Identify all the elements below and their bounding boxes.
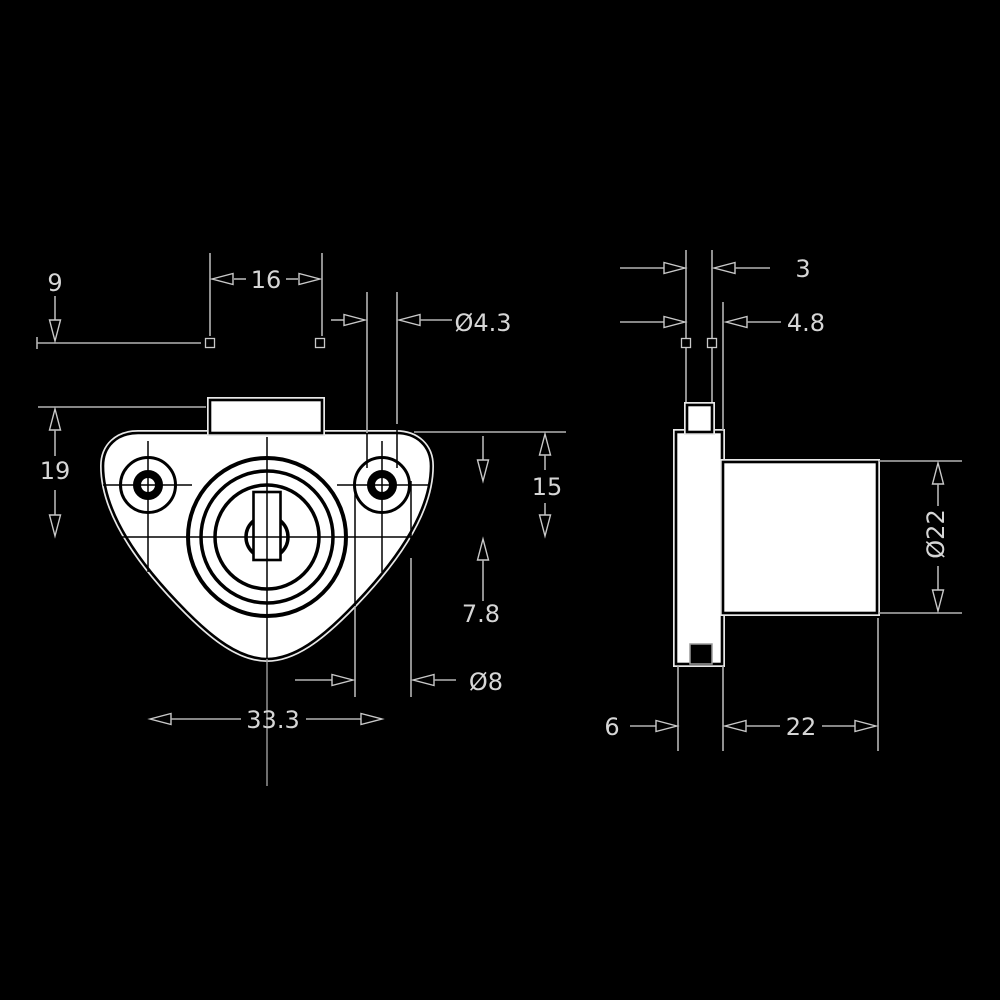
dim-label-bolt-throw: 9	[47, 269, 62, 297]
arrowhead-down	[931, 589, 945, 614]
arrowhead-right	[331, 673, 356, 687]
side-extension-lines	[677, 250, 879, 751]
arrowhead-down	[48, 514, 62, 539]
dim-body-diameter: Ø22	[879, 460, 962, 614]
side-plate-notch	[689, 643, 713, 665]
extension-end-mark	[680, 337, 692, 349]
dim-label-plate-top-to-centre: 15	[532, 473, 563, 501]
arrowhead-right	[655, 719, 680, 733]
arrowhead-right	[343, 313, 368, 327]
dim-label-fixing-hole-centres: 33.3	[246, 706, 299, 734]
arrowhead-down	[476, 459, 490, 484]
arrowhead-left	[209, 272, 234, 286]
arrowhead-right	[360, 712, 385, 726]
dim-plate-depth: 6	[604, 713, 680, 741]
dim-fixing-hole-diameter: Ø4.3	[331, 292, 512, 468]
dim-label-plate-depth: 6	[604, 713, 619, 741]
dim-label-bolt-width: 16	[251, 266, 282, 294]
dim-bolt-top-to-centre: 19	[40, 406, 71, 539]
side-view: 3 4.8 Ø22 6 22	[604, 250, 962, 751]
dim-bolt-and-plate-depth: 4.8	[620, 309, 825, 337]
arrowhead-right	[854, 719, 879, 733]
arrowhead-down	[538, 514, 552, 539]
dim-label-fixing-hole-diameter: Ø4.3	[454, 309, 511, 337]
dim-label-counterbore-diameter: Ø8	[469, 668, 503, 696]
dim-label-body-depth: 22	[786, 713, 817, 741]
dim-bolt-thickness: 3	[620, 255, 811, 283]
dim-label-bolt-thickness: 3	[795, 255, 810, 283]
dim-label-bolt-and-plate-depth: 4.8	[787, 309, 825, 337]
dim-fixing-hole-centres: 33.3	[147, 706, 385, 734]
dim-bolt-width: 16	[209, 253, 323, 336]
side-plate	[673, 429, 725, 667]
dim-fixing-hole-to-centre: 7.8	[462, 436, 500, 628]
dim-label-body-diameter: Ø22	[922, 509, 950, 558]
bolt-throw-reference-lines	[36, 337, 326, 408]
dim-body-depth: 22	[722, 713, 879, 741]
side-lock-body	[720, 459, 880, 616]
extension-end-mark	[204, 337, 216, 349]
dim-counterbore-diameter: Ø8	[295, 481, 503, 697]
dim-bolt-throw: 9	[47, 269, 63, 344]
arrowhead-down	[48, 319, 62, 344]
centerlines-front	[103, 437, 429, 786]
arrowhead-right	[298, 272, 323, 286]
extension-end-mark	[314, 337, 326, 349]
dim-label-fixing-hole-to-centre: 7.8	[462, 600, 500, 628]
extension-end-mark	[706, 337, 718, 349]
front-view: 9 16 Ø4.3	[36, 253, 566, 786]
arrowhead-right	[663, 315, 688, 329]
dim-label-bolt-top-to-centre: 19	[40, 457, 71, 485]
bolt-tab	[207, 397, 325, 436]
arrowhead-right	[663, 261, 688, 275]
side-bolt-tab	[684, 402, 715, 435]
dim-plate-top-to-centre: 15	[414, 431, 566, 539]
